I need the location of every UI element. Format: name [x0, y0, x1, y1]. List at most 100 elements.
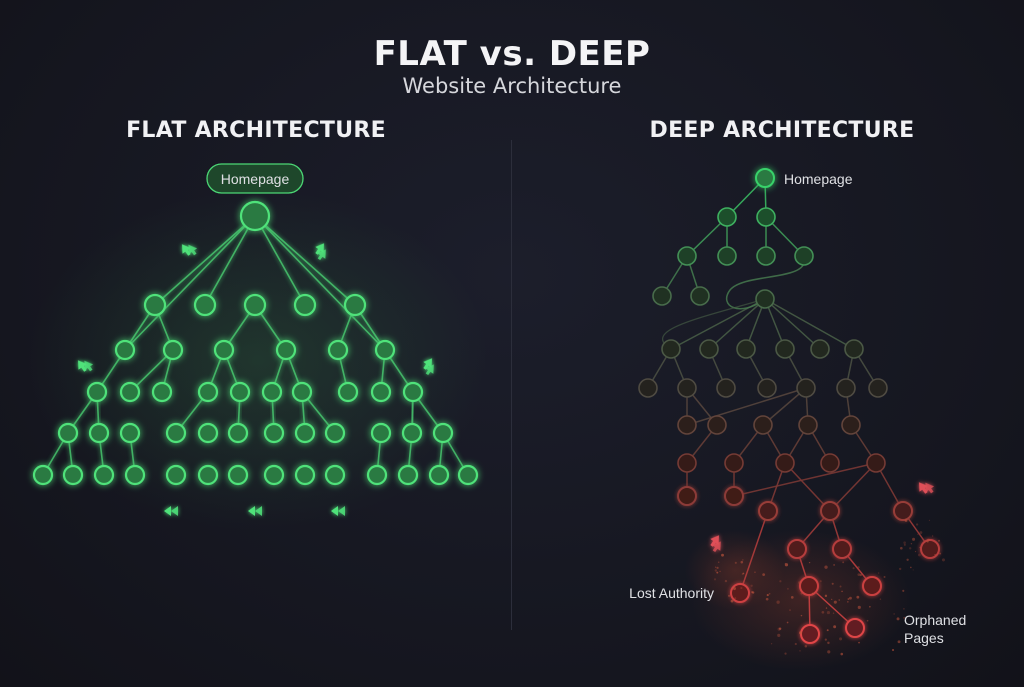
dust-speck	[714, 566, 717, 568]
dust-speck	[800, 592, 803, 595]
deep-page-node	[661, 339, 681, 359]
deep-page-node	[736, 339, 756, 359]
flat-page-node	[370, 422, 392, 444]
dust-speck	[824, 594, 828, 598]
flat-page-node	[62, 464, 84, 486]
deep-page-node	[820, 501, 840, 521]
flat-left-arrow-icon	[331, 506, 345, 516]
flat-page-node	[401, 422, 423, 444]
dust-speck	[766, 593, 769, 597]
flat-left-arrow-icon	[164, 506, 178, 516]
dust-speck	[742, 559, 744, 561]
dust-speck	[799, 631, 803, 635]
flat-page-node	[327, 339, 349, 361]
dust-speck	[898, 567, 902, 571]
deep-page-node	[775, 339, 795, 359]
flat-page-node	[86, 381, 108, 403]
deep-page-node	[677, 453, 697, 473]
flat-page-node	[324, 422, 346, 444]
dust-speck	[794, 642, 797, 646]
deep-page-node	[756, 246, 776, 266]
dust-speck	[928, 519, 931, 522]
deep-edge	[733, 462, 877, 497]
lost-authority-node	[730, 583, 750, 603]
deep-page-node	[799, 576, 819, 596]
dust-speck	[808, 561, 811, 564]
flat-page-node	[432, 422, 454, 444]
dust-speck	[739, 582, 741, 585]
deep-page-node	[677, 486, 697, 506]
flat-page-node	[263, 422, 285, 444]
dust-speck	[908, 547, 912, 550]
dust-speck	[903, 543, 906, 546]
dust-speck	[732, 586, 737, 591]
deep-page-node	[707, 415, 727, 435]
dust-speck	[910, 543, 913, 545]
deep-page-node	[868, 378, 888, 398]
deep-edge	[686, 387, 807, 426]
flat-page-node	[124, 464, 146, 486]
flat-page-node	[119, 422, 141, 444]
dust-speck	[833, 600, 837, 604]
flat-page-node	[227, 464, 249, 486]
dust-speck	[927, 538, 930, 542]
flat-page-node	[402, 381, 424, 403]
dust-speck	[914, 550, 917, 553]
flat-page-node	[229, 381, 251, 403]
dust-speck	[762, 573, 766, 577]
flat-page-node	[275, 339, 297, 361]
dust-speck	[909, 566, 912, 569]
flat-page-node	[151, 381, 173, 403]
flat-up-arrow-icon	[77, 360, 94, 372]
flat-page-node	[165, 422, 187, 444]
dust-speck	[740, 560, 744, 564]
flat-page-node	[291, 381, 313, 403]
flat-left-arrow-icon	[248, 506, 262, 516]
deep-red-arrow-icon	[918, 482, 935, 494]
deep-edge	[764, 298, 855, 350]
deep-page-node	[844, 339, 864, 359]
deep-page-node	[836, 378, 856, 398]
dust-speck	[721, 553, 724, 557]
deep-page-node	[920, 539, 940, 559]
lost-authority-dust-halo	[685, 530, 785, 610]
dust-speck	[939, 552, 942, 555]
dust-speck	[784, 563, 789, 567]
dust-speck	[740, 586, 743, 590]
dust-speck	[754, 571, 756, 574]
flat-page-node	[397, 464, 419, 486]
dust-speck	[904, 519, 908, 522]
flat-homepage-label: Homepage	[221, 171, 290, 187]
flat-page-node	[366, 464, 388, 486]
dust-speck	[906, 558, 909, 561]
deep-page-node	[862, 576, 882, 596]
deep-page-node	[652, 286, 672, 306]
flat-arrows	[77, 243, 434, 516]
dust-speck	[831, 582, 834, 585]
dust-speck	[750, 584, 753, 587]
deep-architecture-title: DEEP ARCHITECTURE	[649, 118, 915, 143]
dust-speck	[784, 652, 787, 655]
dust-speck	[824, 565, 828, 569]
flat-page-node	[143, 293, 167, 317]
dust-speck	[866, 619, 869, 622]
dust-speck	[799, 650, 801, 652]
flat-page-node	[294, 422, 316, 444]
dust-speck	[857, 566, 860, 569]
flat-page-node	[457, 464, 479, 486]
flat-page-node	[57, 422, 79, 444]
flat-edge	[154, 215, 256, 306]
orphaned-pages-label-line1: Orphaned	[904, 612, 966, 628]
dust-speck	[812, 592, 814, 594]
deep-page-node	[753, 415, 773, 435]
dust-speck	[824, 638, 827, 641]
flat-glow-halo	[28, 190, 488, 530]
dust-speck	[896, 617, 900, 621]
deep-page-node	[820, 453, 840, 473]
dust-speck	[919, 531, 923, 534]
flat-page-node	[227, 422, 249, 444]
dust-speck	[869, 605, 871, 608]
dust-speck	[841, 590, 843, 593]
deep-page-node	[775, 453, 795, 473]
flat-up-arrow-icon	[181, 244, 198, 256]
